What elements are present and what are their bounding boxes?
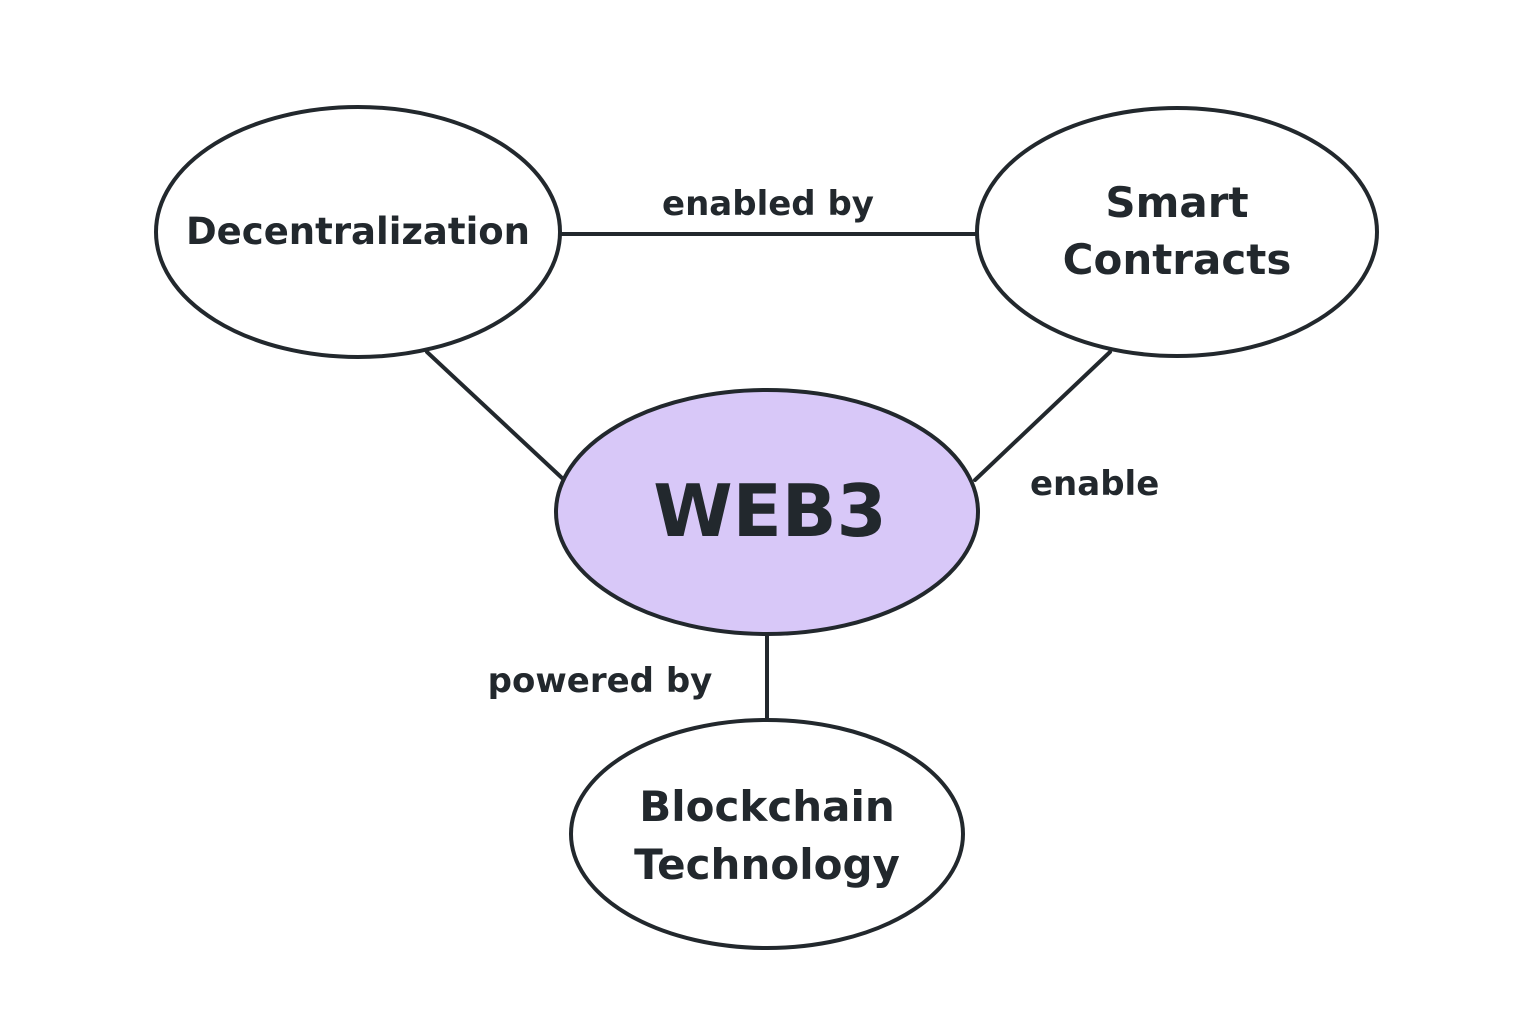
node-web3-shape [554,388,980,636]
node-blockchain-label-line1: Blockchain [639,782,895,831]
node-web3: WEB3 [554,388,980,636]
node-web3-label: WEB3 [653,469,887,553]
node-blockchain-label-line2: Technology [634,840,900,889]
edge-decentralization-web3 [425,350,564,480]
edge-label-enable: enable [1030,464,1159,504]
edge-label-powered-by: powered by [488,661,713,701]
node-decentralization: Decentralization [154,105,562,359]
node-decentralization-shape [154,105,562,359]
edge-smart-contracts-web3 [973,350,1112,482]
node-blockchain: Blockchain Technology [569,718,965,950]
node-smart-contracts-label-line2: Contracts [1063,235,1292,284]
edge-label-enabled-by: enabled by [662,184,874,224]
node-smart-contracts: Smart Contracts [975,106,1379,358]
node-decentralization-label: Decentralization [186,210,530,253]
node-blockchain-shape [569,718,965,950]
node-smart-contracts-shape [975,106,1379,358]
node-smart-contracts-label-line1: Smart [1105,178,1248,227]
